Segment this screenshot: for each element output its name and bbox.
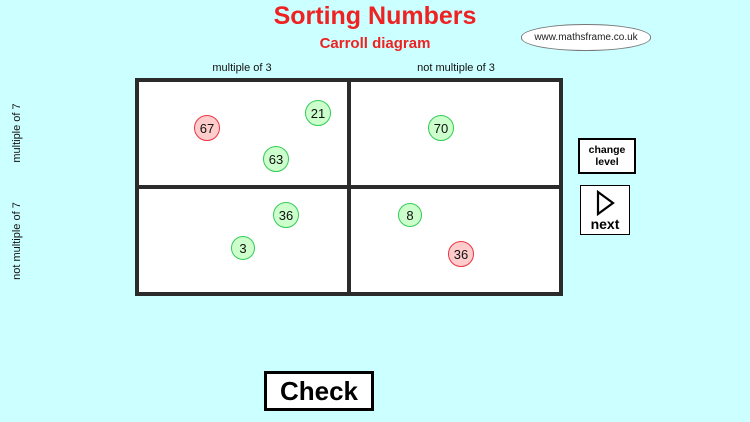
number-token[interactable]: 36 (448, 241, 474, 267)
number-token[interactable]: 8 (398, 203, 422, 227)
check-button-label: Check (279, 375, 359, 406)
row-header-multiple-of-7: multiple of 7 (11, 103, 23, 163)
number-token[interactable]: 36 (273, 202, 299, 228)
page-title: Sorting Numbers (273, 2, 477, 30)
number-token-value: 63 (268, 151, 284, 167)
number-token[interactable]: 21 (305, 100, 331, 126)
quadrant-multiple3-multiple7[interactable] (139, 82, 349, 187)
quadrant-notmultiple3-multiple7[interactable] (349, 82, 559, 187)
number-token[interactable]: 3 (231, 236, 255, 260)
next-button-label: next (590, 215, 620, 232)
change-level-label-line1: change (588, 143, 626, 156)
check-button[interactable]: Check (264, 371, 374, 411)
mathsframe-logo[interactable]: www.mathsframe.co.uk (521, 24, 651, 51)
logo-label: www.mathsframe.co.uk (534, 32, 638, 43)
number-token[interactable]: 67 (194, 115, 220, 141)
next-button[interactable]: next (580, 185, 630, 235)
number-token-value: 67 (199, 120, 215, 136)
number-token-value: 36 (278, 207, 294, 223)
number-token-value: 36 (453, 246, 469, 262)
number-token-value: 8 (406, 207, 414, 223)
change-level-button[interactable]: change level (578, 138, 636, 174)
play-triangle-icon (594, 189, 616, 216)
page-subtitle: Carroll diagram (319, 35, 431, 52)
number-token-value: 21 (310, 105, 326, 121)
column-header-multiple-of-3: multiple of 3 (212, 62, 272, 74)
number-token-value: 3 (239, 240, 247, 256)
row-header-not-multiple-of-7: not multiple of 7 (11, 202, 23, 280)
quadrant-notmultiple3-notmultiple7[interactable] (349, 187, 559, 292)
number-token[interactable]: 63 (263, 146, 289, 172)
number-token[interactable]: 70 (428, 115, 454, 141)
number-token-value: 70 (433, 120, 449, 136)
column-header-not-multiple-of-3: not multiple of 3 (417, 62, 495, 74)
grid-horizontal-divider (139, 185, 559, 189)
carroll-diagram (135, 78, 563, 296)
change-level-label-line2: level (595, 156, 619, 168)
